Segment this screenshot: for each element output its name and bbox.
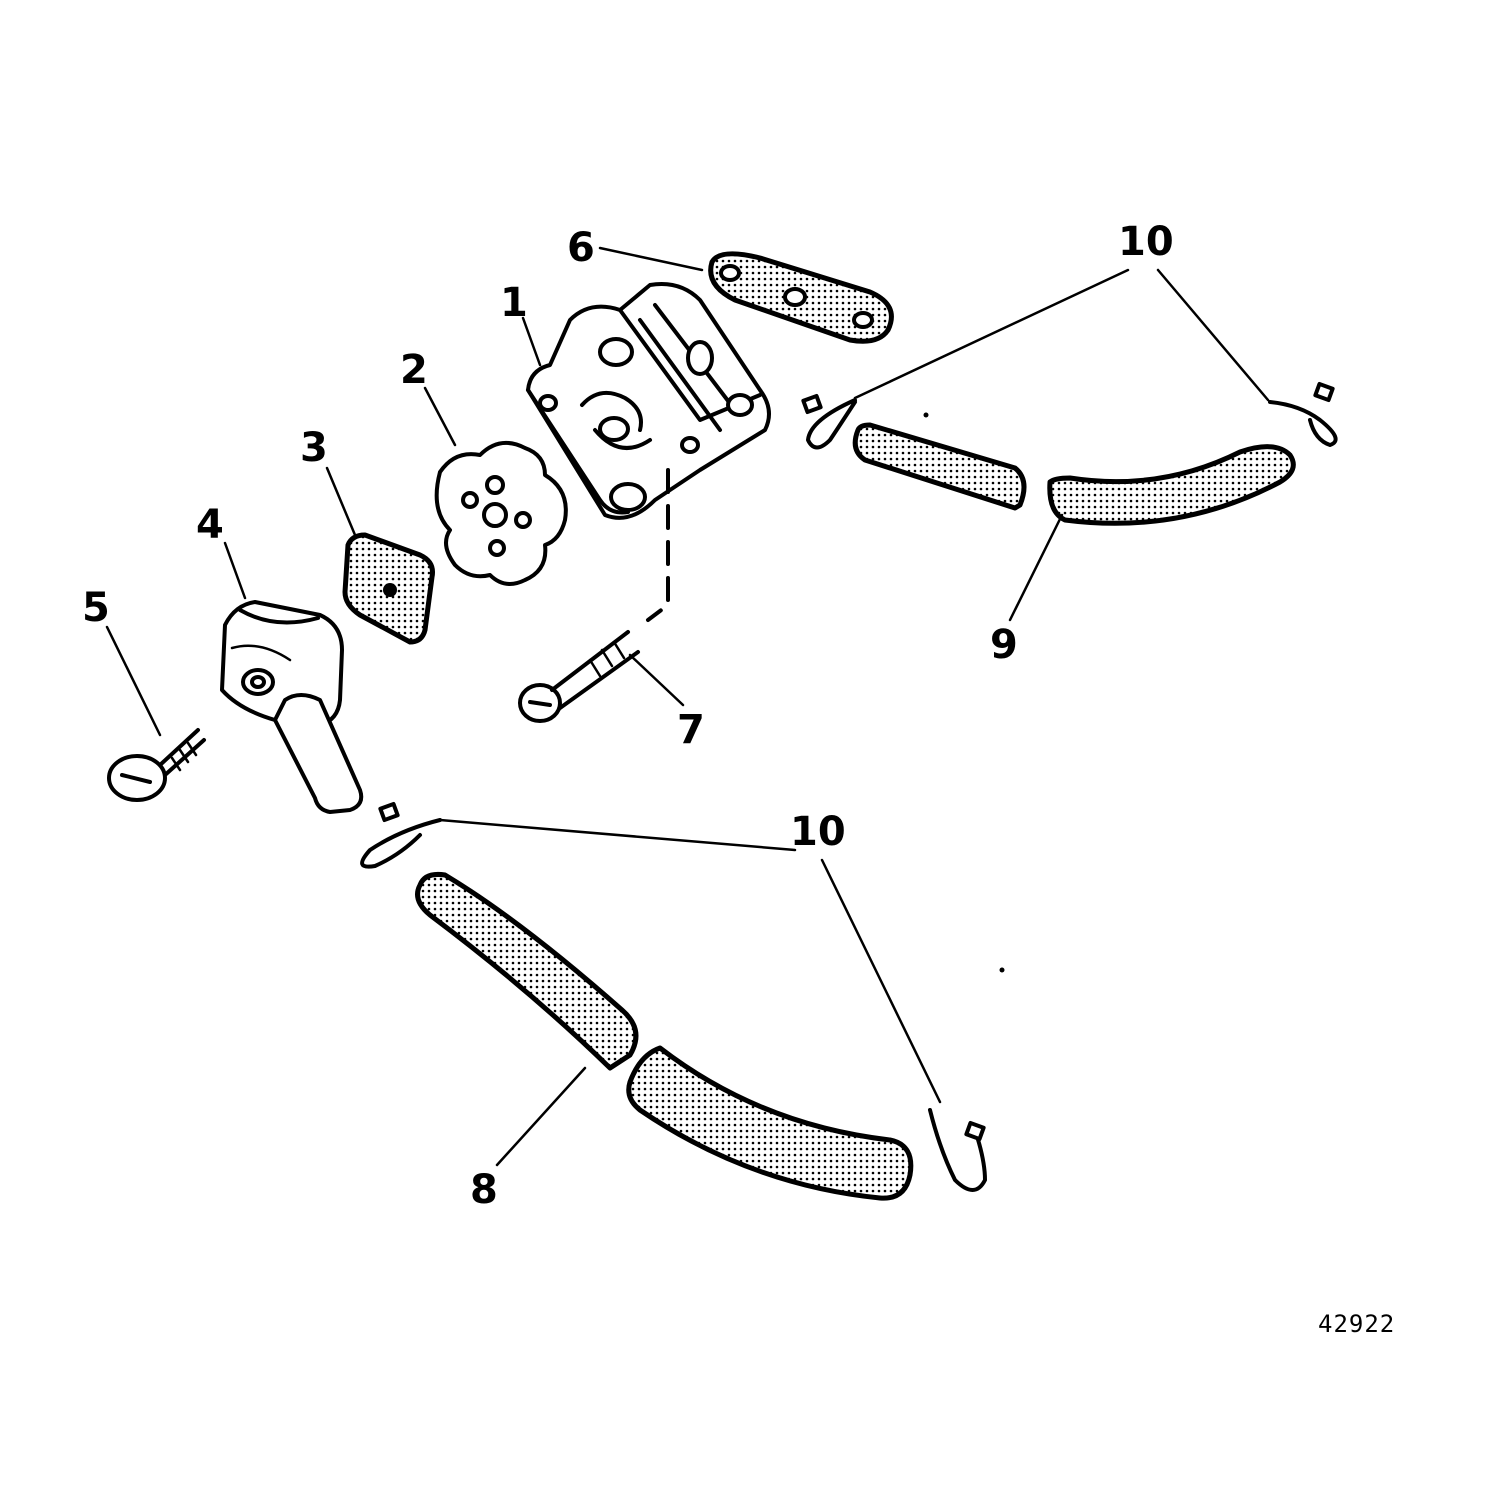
part-1-pump-body <box>526 282 771 520</box>
leader-5 <box>105 625 162 737</box>
leader-9 <box>1008 513 1064 622</box>
figure-number: 42922 <box>1318 1310 1396 1338</box>
leader-6 <box>598 246 704 272</box>
leader-10-upper-left <box>853 268 1130 400</box>
leader-10-lower-right <box>820 858 942 1104</box>
leader-4 <box>223 541 247 600</box>
callout-3: 3 <box>300 425 328 471</box>
callout-8: 8 <box>470 1167 498 1213</box>
leader-1 <box>521 316 542 367</box>
leader-3 <box>325 466 357 537</box>
leader-7 <box>628 653 685 707</box>
part-6-gasket <box>708 251 894 344</box>
callout-6: 6 <box>567 225 595 271</box>
leader-10-lower-left <box>438 818 797 852</box>
part-3-screen <box>342 532 435 645</box>
callout-7: 7 <box>677 707 705 753</box>
part-5-screw <box>107 728 206 802</box>
callout-9: 9 <box>990 622 1018 668</box>
part-2-diaphragm <box>434 440 568 586</box>
callout-10-upper: 10 <box>1118 219 1174 265</box>
callout-10-lower: 10 <box>790 809 846 855</box>
leader-8 <box>495 1066 587 1167</box>
part-7-screw <box>518 468 670 723</box>
part-10-clamps <box>360 381 1338 1192</box>
part-4-filter-cover <box>220 600 364 814</box>
leader-lines <box>105 246 1270 1167</box>
part-9-hose-upper <box>852 422 1296 526</box>
leader-10-upper-right <box>1156 268 1270 402</box>
callout-4: 4 <box>196 502 224 548</box>
callout-2: 2 <box>400 347 428 393</box>
callout-1: 1 <box>500 280 528 326</box>
leader-2 <box>423 386 457 447</box>
part-8-hose-lower <box>415 872 914 1201</box>
callout-5: 5 <box>82 585 110 631</box>
